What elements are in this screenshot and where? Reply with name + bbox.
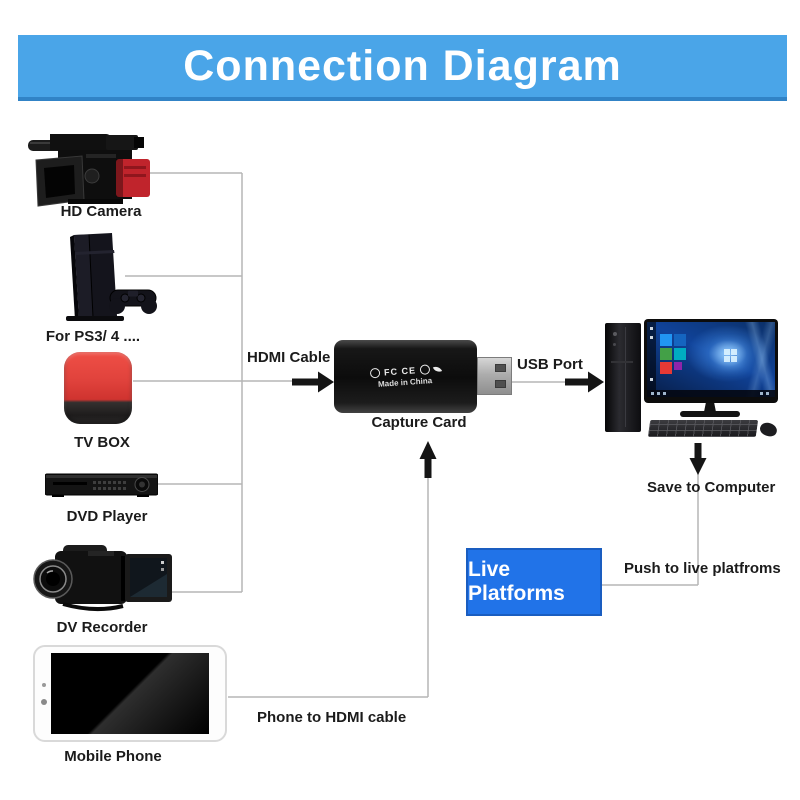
cert-circle-icon <box>419 364 431 375</box>
down-arrow-icon <box>689 443 707 475</box>
mobile-phone-image <box>33 645 227 742</box>
push-to-live-label: Push to live platfroms <box>624 560 781 577</box>
phone-to-hdmi-label: Phone to HDMI cable <box>257 709 407 726</box>
start-tile <box>674 362 682 370</box>
fcc-ce-text: FC CE <box>383 365 417 378</box>
usb-slot <box>495 380 506 388</box>
live-platforms-label: Live Platforms <box>468 558 565 605</box>
start-tile <box>660 362 672 374</box>
dv-recorder-image <box>33 545 172 611</box>
tv-box-image <box>64 352 132 424</box>
start-menu-strip <box>647 322 656 397</box>
monitor-stand <box>704 403 716 412</box>
title-bar: Connection Diagram <box>18 35 787 101</box>
monitor-base <box>680 411 740 417</box>
dvd-player-label: DVD Player <box>66 508 148 525</box>
capture-card-label: Capture Card <box>371 414 467 431</box>
rohs-leaf-icon <box>432 364 443 374</box>
usb-arrow-icon <box>565 371 604 393</box>
hd-camera-label: HD Camera <box>60 203 142 220</box>
power-button-dot <box>613 332 617 336</box>
mobile-phone-label: Mobile Phone <box>64 748 162 765</box>
phone-camera-dot <box>42 683 46 687</box>
light-ray <box>685 322 775 397</box>
hd-camera-image <box>28 134 150 207</box>
keyboard-image <box>647 420 759 437</box>
save-to-computer-label: Save to Computer <box>647 479 776 496</box>
page-title: Connection Diagram <box>183 41 622 90</box>
phone-screen <box>51 653 209 734</box>
taskbar <box>647 390 775 397</box>
monitor-image <box>644 319 778 403</box>
tower-seam <box>625 327 626 427</box>
ps-console-label: For PS3/ 4 .... <box>45 328 141 345</box>
hdmi-arrow-icon <box>292 371 334 393</box>
usb-port-label: USB Port <box>517 356 583 373</box>
usb-plug-image <box>477 357 512 395</box>
start-tile <box>674 334 686 346</box>
start-tile <box>674 348 686 360</box>
live-platforms-box: Live Platforms <box>466 548 602 616</box>
cert-circle-icon <box>369 367 381 379</box>
hdmi-cable-label: HDMI Cable <box>247 349 331 366</box>
phone-home-dot <box>41 699 47 705</box>
start-tile <box>660 334 672 346</box>
ps-console-image <box>66 233 157 321</box>
drive-bay <box>611 361 633 363</box>
pc-tower-image <box>605 323 641 432</box>
up-arrow-icon <box>419 441 437 478</box>
mouse-image <box>758 420 779 439</box>
dv-recorder-label: DV Recorder <box>56 619 148 636</box>
dvd-player-image <box>45 473 158 497</box>
usb-slot <box>495 364 506 372</box>
capture-card-image: FC CE Made in China <box>334 340 477 413</box>
light-ray <box>685 322 775 397</box>
start-tile <box>660 348 672 360</box>
tv-box-label: TV BOX <box>74 434 130 451</box>
reset-button-dot <box>613 343 616 346</box>
windows-desktop <box>647 322 775 397</box>
made-in-china-text: Made in China <box>378 376 433 389</box>
windows-logo-icon <box>723 349 737 362</box>
